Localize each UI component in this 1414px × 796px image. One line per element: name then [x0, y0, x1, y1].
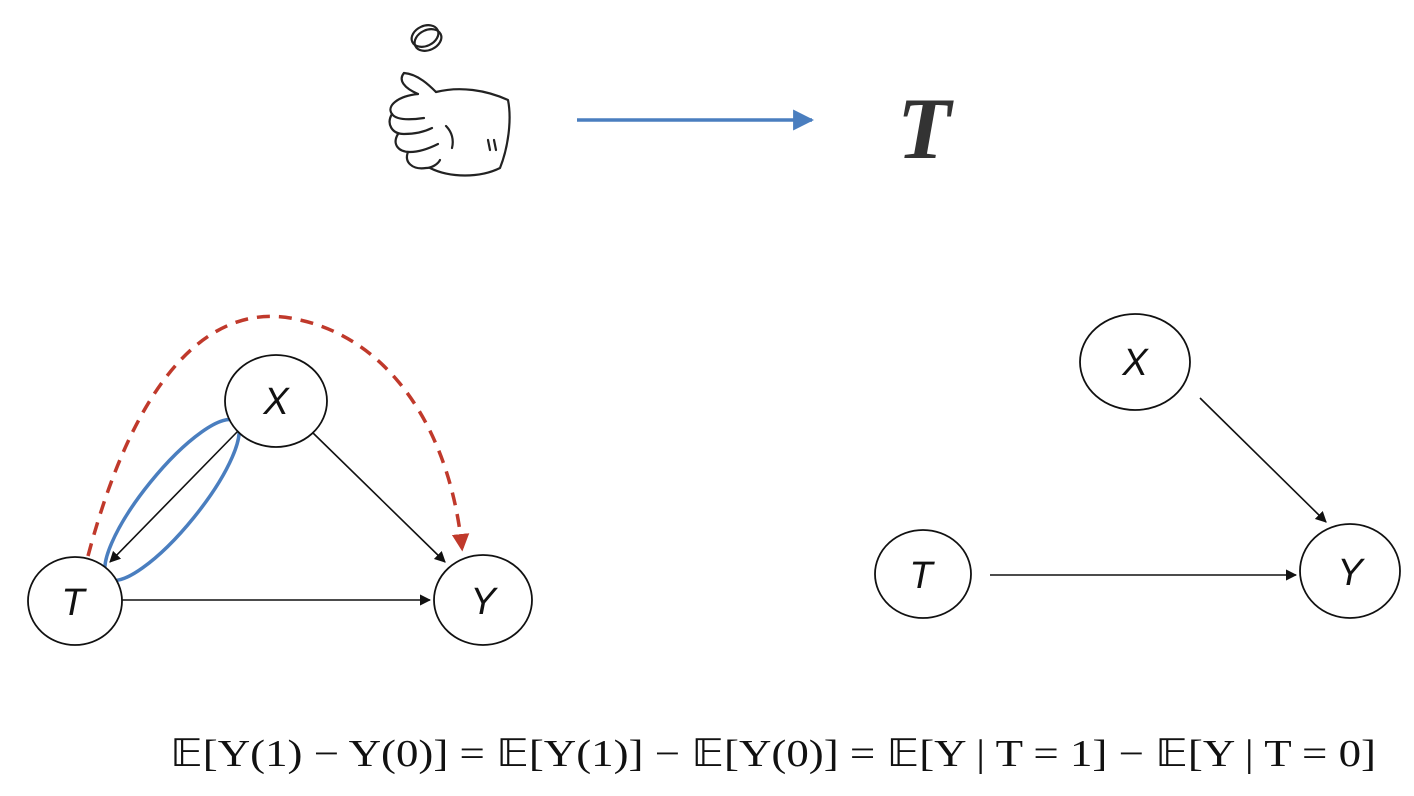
- treatment-label: T: [897, 81, 954, 178]
- edge-x-to-y-right: [1199, 397, 1327, 523]
- edge-x-to-t: [109, 430, 239, 563]
- node-y: Y: [433, 554, 533, 646]
- node-x-right: X: [1079, 313, 1191, 411]
- node-x-right-label: X: [1121, 342, 1149, 384]
- backdoor-path-highlight: [103, 417, 241, 583]
- node-t: T: [27, 556, 123, 646]
- node-y-right: Y: [1299, 523, 1401, 619]
- coin-icon: [410, 24, 443, 52]
- edge-x-to-y: [311, 431, 446, 563]
- node-y-right-label: Y: [1337, 552, 1365, 594]
- right-causal-graph: X T Y: [874, 313, 1401, 619]
- coin-flip-hand-icon: [388, 24, 511, 177]
- node-x-label: X: [262, 381, 290, 423]
- node-t-right-label: T: [909, 555, 935, 597]
- node-t-right: T: [874, 529, 972, 619]
- node-x: X: [224, 354, 328, 448]
- confounding-path-arrow: [86, 314, 470, 557]
- ate-equation: 𝔼[Y(1) − Y(0)] = 𝔼[Y(1)] − 𝔼[Y(0)] = 𝔼[Y…: [170, 733, 1376, 775]
- node-y-label: Y: [470, 581, 498, 623]
- left-causal-graph: X T Y: [27, 314, 533, 646]
- node-t-label: T: [61, 582, 87, 624]
